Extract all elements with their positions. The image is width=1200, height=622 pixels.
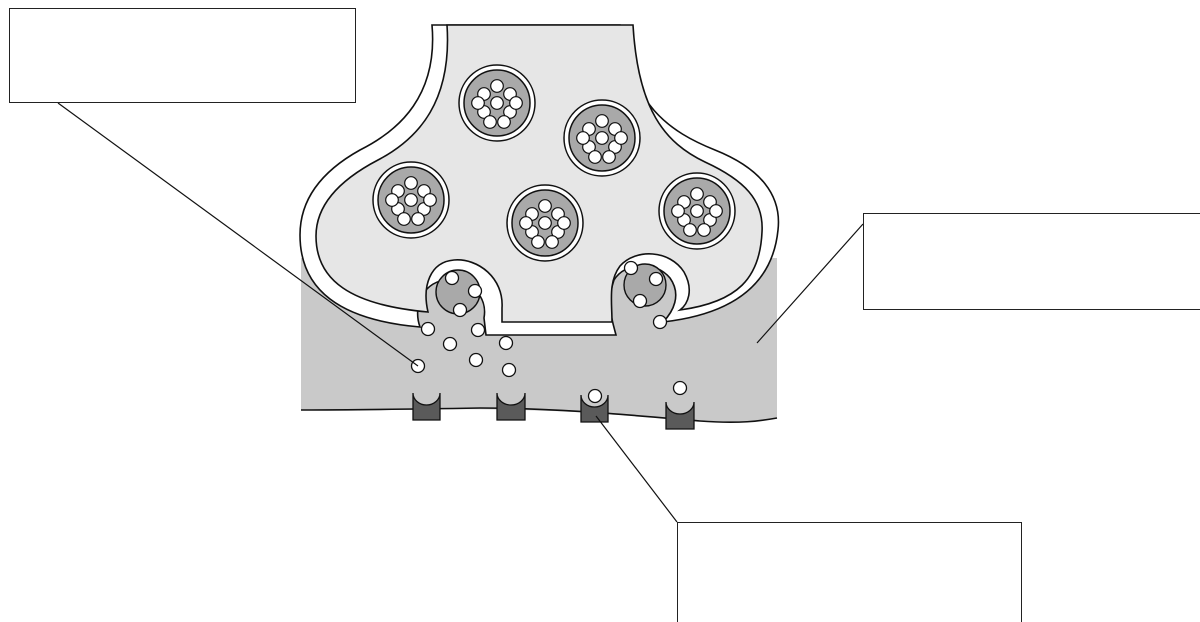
leader-line-right (756, 223, 864, 344)
leader-line-top-left (57, 102, 419, 367)
neurotransmitter-molecule (531, 235, 545, 249)
neurotransmitter-molecule (538, 199, 552, 213)
neurotransmitter-molecule (483, 115, 497, 129)
neurotransmitter-molecule (652, 314, 668, 330)
neurotransmitter-molecule (404, 176, 418, 190)
receptor (665, 401, 695, 430)
neurotransmitter-molecule (697, 223, 711, 237)
receptor (496, 392, 526, 421)
neurotransmitter-molecule (452, 302, 468, 318)
neurotransmitter-molecule (557, 216, 571, 230)
neurotransmitter-molecule (498, 335, 514, 351)
postsynaptic-membrane (300, 407, 778, 424)
neurotransmitter-molecule (420, 321, 436, 337)
neurotransmitter-molecule (648, 271, 664, 287)
neurotransmitter-molecule (587, 388, 603, 404)
neurotransmitter-molecule (497, 115, 511, 129)
label-box-bottom[interactable] (677, 522, 1022, 622)
neurotransmitter-molecule (470, 322, 486, 338)
neurotransmitter-molecule (385, 193, 399, 207)
neurotransmitter-molecule (690, 204, 704, 218)
axon-terminal-cytoplasm (315, 24, 763, 323)
receptor-bound (580, 388, 609, 423)
neurotransmitter-molecule (538, 216, 552, 230)
neurotransmitter-molecule (602, 150, 616, 164)
neurotransmitter-molecule (397, 212, 411, 226)
neurotransmitter-molecule (444, 270, 460, 286)
neurotransmitter-molecule (614, 131, 628, 145)
leader-line-bottom (595, 415, 678, 523)
neurotransmitter-molecule (672, 380, 688, 396)
neurotransmitter-molecule (623, 260, 639, 276)
neurotransmitter-molecule (423, 193, 437, 207)
neurotransmitter-molecule (404, 193, 418, 207)
neurotransmitter-molecule (411, 212, 425, 226)
neurotransmitter-molecule (509, 96, 523, 110)
synaptic-vesicle (563, 99, 641, 177)
neurotransmitter-molecule (468, 352, 484, 368)
vesicle-neurotransmitters (385, 79, 723, 249)
neurotransmitter-molecule (671, 204, 685, 218)
neurotransmitter-molecule (490, 96, 504, 110)
neurotransmitter-molecule (545, 235, 559, 249)
receptor (412, 392, 441, 421)
neurotransmitter-molecule (467, 283, 483, 299)
neurotransmitter-molecule (501, 362, 517, 378)
neurotransmitter-molecule (683, 223, 697, 237)
neurotransmitter-molecule (576, 131, 590, 145)
label-box-top-left[interactable] (9, 8, 356, 103)
neurotransmitter-molecule (471, 96, 485, 110)
neurotransmitter-molecule (632, 293, 648, 309)
neurotransmitter-molecule (588, 150, 602, 164)
neurotransmitter-molecule (519, 216, 533, 230)
neurotransmitter-molecule (690, 187, 704, 201)
neurotransmitter-molecule (595, 114, 609, 128)
released-neurotransmitters (410, 260, 688, 396)
neurotransmitter-molecule (709, 204, 723, 218)
neurotransmitter-molecule (490, 79, 504, 93)
neurotransmitter-molecule (595, 131, 609, 145)
neurotransmitter-molecule (442, 336, 458, 352)
label-box-right[interactable] (863, 213, 1200, 310)
